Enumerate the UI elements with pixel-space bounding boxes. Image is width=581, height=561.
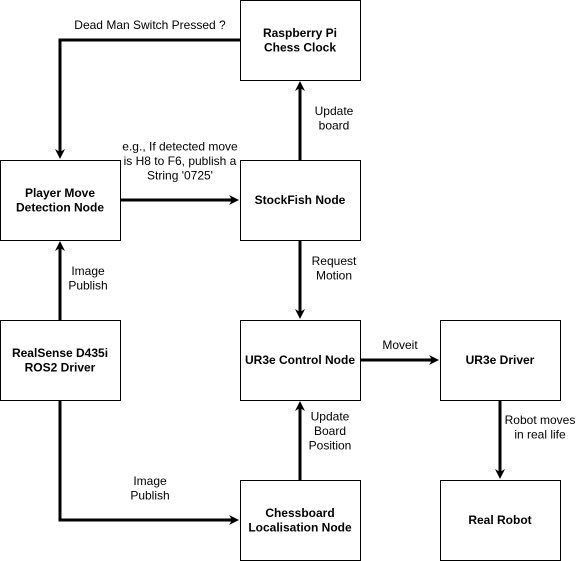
edge-label-text: in real life	[514, 427, 566, 441]
node-box	[440, 320, 561, 401]
node-label: UR3e Driver	[466, 353, 535, 367]
node-label: StockFish Node	[255, 193, 346, 207]
node-box	[240, 320, 361, 401]
edge-label-background	[310, 253, 359, 283]
edge-label-text: Publish	[130, 488, 169, 502]
node-label: UR3e Control Node	[245, 353, 355, 367]
node-label: ROS2 Driver	[25, 360, 96, 374]
edge-realsense-to-chessboard	[58, 400, 239, 525]
edge-labels-layer: Dead Man Switch Pressed ? e.g., If detect…	[67, 18, 577, 503]
edge-label-background	[313, 103, 355, 133]
node-box	[240, 480, 361, 561]
edge-label-text: Robot moves	[505, 413, 576, 427]
edge-label-clock-to-player: Dead Man Switch Pressed ?	[73, 18, 228, 32]
node-label: Raspberry Pi	[263, 26, 337, 40]
edge-label-text: e.g., If detected move	[122, 140, 238, 154]
edge-label-text: Position	[309, 439, 352, 453]
node-box	[440, 480, 561, 561]
node-label: Chess Clock	[264, 40, 336, 54]
node-box	[0, 160, 121, 241]
edge-label-text: Board	[314, 424, 346, 438]
node-box	[240, 160, 361, 241]
edge-label-text: Moveit	[382, 338, 418, 352]
edge-label-text: is H8 to F6, publish a	[124, 154, 237, 168]
edge-label-background	[121, 139, 240, 183]
edge-label-text: Publish	[68, 278, 107, 292]
edge-label-text: Motion	[316, 268, 352, 282]
node-stockfish: StockFish Node	[240, 160, 361, 241]
edge-label-background	[381, 338, 420, 352]
edge-clock-to-player	[55, 38, 240, 159]
edge-label-text: String '0725'	[147, 169, 213, 183]
edges-layer	[55, 38, 505, 525]
edge-label-background	[503, 412, 577, 442]
edge-label-text: Request	[312, 254, 357, 268]
node-ur3e-control: UR3e Control Node	[240, 320, 361, 401]
edge-label-background	[307, 409, 353, 453]
node-label: Chessboard	[265, 506, 334, 520]
node-box	[240, 0, 361, 81]
edge-label-text: Update	[315, 104, 354, 118]
node-real-robot: Real Robot	[440, 480, 561, 561]
node-label: Player Move	[25, 186, 95, 200]
edge-label-text: Image	[133, 474, 167, 488]
node-box	[0, 320, 121, 401]
edge-label-text: Dead Man Switch Pressed ?	[74, 18, 226, 32]
node-label: Real Robot	[468, 513, 531, 527]
edge-label-background	[73, 18, 228, 32]
edge-label-text: Update	[311, 410, 350, 424]
node-ur3e-driver: UR3e Driver	[440, 320, 561, 401]
edge-label-text: Image	[71, 264, 105, 278]
edge-label-background	[129, 473, 171, 503]
edge-label-background	[67, 263, 109, 293]
node-label: Detection Node	[16, 200, 104, 214]
edge-label-text: board	[319, 118, 350, 132]
node-label: RealSense D435i	[12, 346, 108, 360]
edge-label-ur3e-control-to-driver: Moveit	[381, 338, 420, 352]
node-label: Localisation Node	[248, 520, 352, 534]
